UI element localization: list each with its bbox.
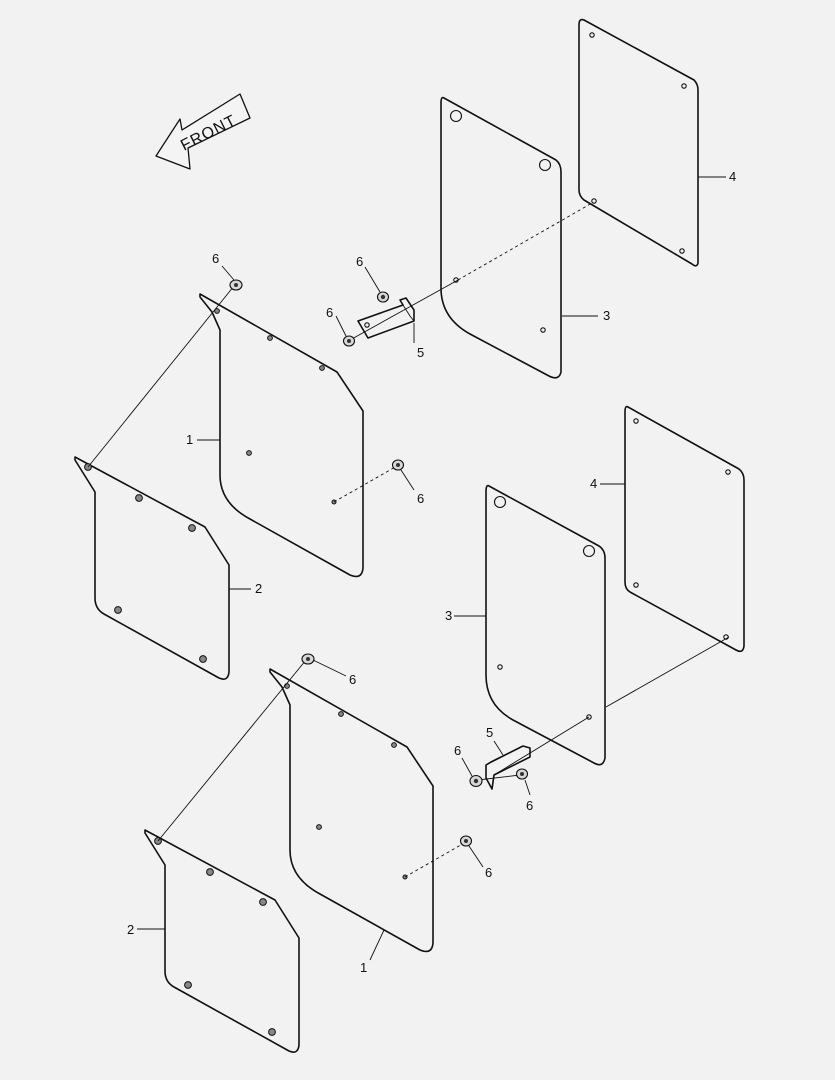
callout-6-lower-bracket-nut: 6 bbox=[526, 798, 533, 813]
upper-bracket-bolt-icon bbox=[342, 335, 356, 347]
callout-6-upper-bolt: 6 bbox=[212, 251, 219, 266]
callout-6-upper-bracket-bolt: 6 bbox=[326, 305, 333, 320]
callout-1-upper: 1 bbox=[186, 432, 193, 447]
callout-4-lower: 4 bbox=[590, 476, 597, 491]
part-1-lower-plate bbox=[269, 668, 434, 953]
part-3-upper-plate bbox=[440, 96, 562, 379]
callout-5-lower-bracket: 5 bbox=[486, 725, 493, 740]
lower-plate-bolt-icon bbox=[459, 835, 473, 847]
upper-assembly-lines bbox=[87, 202, 593, 503]
part-4-lower-plate bbox=[624, 405, 745, 653]
callout-6-upper-plate-bolt: 6 bbox=[417, 491, 424, 506]
callout-labels: 6 6 6 5 3 4 1 6 2 4 3 6 5 6 6 6 2 1 bbox=[127, 169, 736, 975]
callout-6-lower-bracket-bolt: 6 bbox=[454, 743, 461, 758]
callout-2-lower: 2 bbox=[127, 922, 134, 937]
callout-1-lower: 1 bbox=[360, 960, 367, 975]
part-4-upper-plate bbox=[578, 18, 699, 267]
part-1-upper-plate bbox=[199, 293, 364, 578]
part-2-upper-plate bbox=[74, 456, 230, 680]
lower-bracket-bolt-icon bbox=[469, 774, 483, 788]
callout-3-upper: 3 bbox=[603, 308, 610, 323]
callout-leaders bbox=[137, 176, 726, 961]
upper-bolt-icon bbox=[229, 279, 243, 291]
callout-6-upper-nut: 6 bbox=[356, 254, 363, 269]
callout-2-upper: 2 bbox=[255, 581, 262, 596]
callout-5-upper-bracket: 5 bbox=[417, 345, 424, 360]
part-2-lower-plate bbox=[144, 829, 300, 1053]
callout-4-upper: 4 bbox=[729, 169, 736, 184]
part-5-upper-bracket bbox=[357, 297, 415, 339]
lower-assembly-lines bbox=[157, 636, 730, 878]
callout-3-lower: 3 bbox=[445, 608, 452, 623]
part-5-lower-bracket bbox=[485, 745, 531, 790]
lower-bolt-icon bbox=[301, 653, 315, 665]
callout-6-lower-bolt: 6 bbox=[349, 672, 356, 687]
lower-bracket-nut-icon bbox=[515, 768, 529, 780]
upper-plate-bolt-icon bbox=[391, 459, 405, 471]
upper-nut-icon bbox=[376, 291, 390, 303]
front-arrow-icon: FRONT bbox=[155, 93, 251, 170]
part-3-lower-plate bbox=[485, 484, 606, 766]
callout-6-lower-plate-bolt: 6 bbox=[485, 865, 492, 880]
